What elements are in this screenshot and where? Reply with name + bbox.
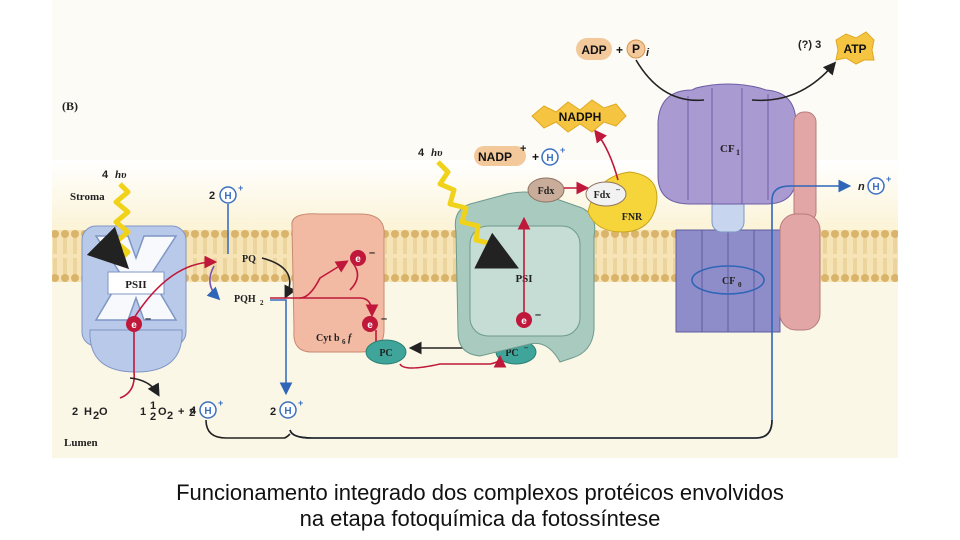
pq-proton-symbol: H [224,191,231,202]
h2o-coefficient: 2 [72,406,78,418]
pc-oxidized [365,339,407,365]
atp-synthase-proton-coef: n [858,181,865,193]
water-proton-symbol: H [204,406,211,417]
nadp-proton-symbol: H [546,153,553,164]
h2o-sub: 2 [93,410,99,422]
pq-label: PQ [242,254,256,265]
atp-synthase-proton-symbol: H [872,182,879,193]
pq-proton-coef: 2 [209,190,215,202]
water-plus: + [178,406,184,418]
atp-synthase-proton-charge: + [886,174,891,184]
stator-base [779,213,821,331]
psii-photon-count: 4 [102,169,109,181]
psii-electron-icon [126,316,142,332]
pi-label: P [632,42,640,56]
atp-synthase: CF 0 CF 1 [657,83,821,333]
psi-complex: PSI [454,191,596,363]
o2-fraction-num: 1 [150,400,156,412]
cyt-electron-top-icon [350,250,366,266]
cyt-electron-top-symbol: e [355,254,361,265]
water-proton-charge: + [218,398,223,408]
figure-caption: Funcionamento integrado dos complexos pr… [0,480,960,532]
lumen-proton-coef: 2 [270,406,276,418]
pi-sub: i [646,47,650,59]
atp-synthase-proton-icon [867,177,885,195]
cytb6f-tail: f [348,333,353,344]
psi-electron-icon [516,312,532,328]
lumen-proton-coef-overlay: 4 [190,405,197,417]
cytb6f-complex: Cyt b 6 f [291,213,385,353]
lumen-label: Lumen [64,437,98,449]
cyt-electron-bottom-symbol: e [367,320,373,331]
psii-electron-charge: – [145,313,151,325]
cyt-electron-bottom-charge: – [381,313,387,325]
cytb6f-label: Cyt b [316,333,340,344]
cf0-label: CF [722,276,735,287]
cf0-sub: 0 [738,281,742,289]
nadp-sup: + [520,143,526,155]
fdx-reduced-label: Fdx [594,190,611,201]
pc-label: PC [379,348,392,359]
h2o-o: O [99,406,108,418]
psii-electron-symbol: e [131,320,137,331]
psii-label: PSII [125,279,146,291]
nadp-proton-charge: + [560,145,565,155]
pq-proton-icon [219,186,237,204]
o2-whole: 1 [140,406,146,418]
fdx-label: Fdx [538,186,555,197]
pqh2-label: PQH [234,294,256,305]
psi-electron-charge: – [535,309,541,321]
nadph-starburst [531,99,627,133]
o2-o: O [158,406,167,418]
cf1-label: CF [720,143,735,155]
psi-photon-symbol: hυ [431,147,443,159]
adp-label: ADP [581,43,606,57]
cyt-electron-top-charge: – [369,247,375,259]
fdx-reduced-sup: – [615,185,621,194]
pc-reduced-label: PC [505,348,518,359]
h2o-h: H [84,406,92,418]
cytb6f-sub: 6 [342,338,346,346]
atp-starburst [835,31,875,65]
pq-proton-charge: + [238,183,243,193]
lumen-proton-icon [279,401,297,419]
pi-icon [626,39,646,59]
atp-ratio: (?) 3 [798,39,821,51]
o2-fraction-den: 2 [150,411,156,423]
nadp-plus: + [532,150,539,164]
nadph-label: NADPH [559,110,602,124]
atp-label: ATP [843,42,866,56]
nadp-label: NADP [478,150,512,164]
cf1-sub: 1 [736,148,740,157]
nadp-proton-icon [541,148,559,166]
cyt-electron-bottom-icon [362,316,378,332]
water-proton-icon [199,401,217,419]
fdx [527,177,565,203]
stator-stalk [793,111,817,223]
lumen-proton-charge: + [298,398,303,408]
stroma-label: Stroma [70,191,105,203]
adp-pill [576,38,612,60]
lumen-proton-symbol: H [284,406,291,417]
adp-plus: + [616,43,623,57]
o2-sub: 2 [167,410,173,422]
fnr-label: FNR [622,212,643,223]
psi-electron-symbol: e [521,316,527,327]
fdx-reduced [585,181,627,207]
lumen-proton-coef-under: 2 [189,407,195,419]
psi-photon-count: 4 [418,147,425,159]
pqh2-sub: 2 [260,299,264,307]
caption-line-1: Funcionamento integrado dos complexos pr… [176,480,784,505]
nadp-pill [474,146,526,166]
psii-photon-symbol: hυ [115,169,127,181]
photosynthesis-light-reactions-diagram: (B) Stroma Lumen PSII 4 hυ e – 2 H 2 O 1… [52,31,898,458]
panel-label: (B) [62,99,78,113]
cf1 [657,83,797,205]
caption-line-2: na etapa fotoquímica da fotossíntese [299,506,661,531]
pc-reduced-sup: – [523,343,529,352]
